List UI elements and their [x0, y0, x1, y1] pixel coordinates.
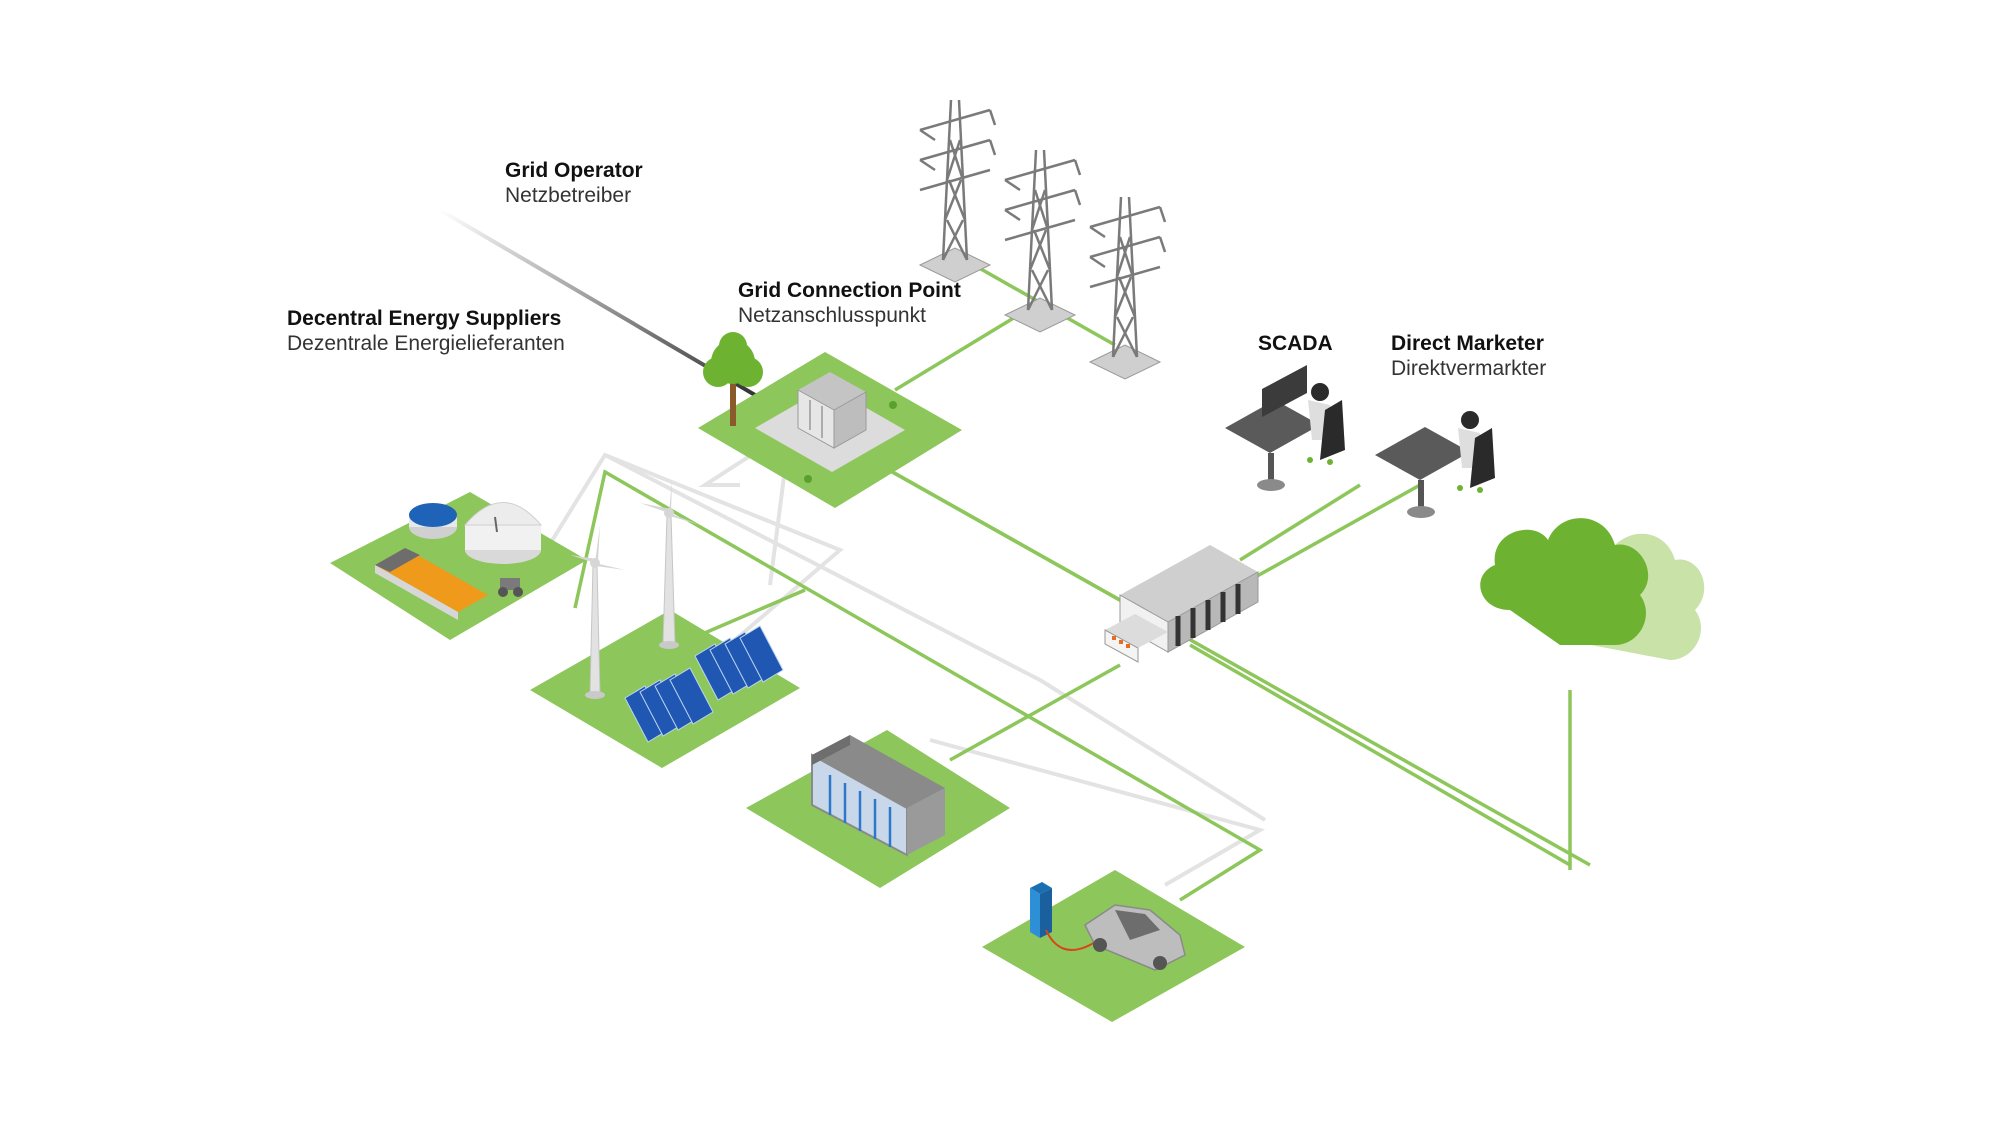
biogas-plant-icon	[375, 502, 543, 620]
grid-connection-point-subtitle: Netzanschlusspunkt	[738, 304, 926, 328]
decentral-suppliers-label: Decentral Energy Suppliers Dezentrale En…	[287, 306, 565, 356]
power-pylons	[918, 99, 1167, 380]
decentral-suppliers-title: Decentral Energy Suppliers	[287, 307, 562, 330]
gateway-device-icon	[1104, 545, 1259, 663]
electric-car-icon	[1084, 904, 1186, 971]
grid-connection-point-label: Grid Connection Point Netzanschlusspunkt	[738, 278, 961, 328]
solar-panel-icon	[624, 625, 784, 743]
ev-tile	[982, 870, 1245, 1022]
power-pylon-icon	[1088, 196, 1167, 380]
grid-operator-label: Grid Operator Netzbetreiber	[505, 158, 643, 208]
scada-label: SCADA	[1258, 331, 1333, 356]
scada-desk	[1225, 365, 1345, 491]
grey-connections	[538, 425, 1267, 887]
direct-marketer-title: Direct Marketer	[1391, 332, 1544, 355]
green-connections	[573, 258, 1591, 902]
battery-storage-icon	[811, 735, 945, 857]
grid-connection-tile	[698, 332, 962, 508]
substation-icon	[797, 372, 867, 449]
direct-marketer-subtitle: Direktvermarkter	[1391, 357, 1547, 381]
wind-turbine-icon	[570, 525, 625, 699]
cloud-icon	[1480, 518, 1705, 660]
scada-title: SCADA	[1258, 332, 1333, 355]
direct-marketer-desk	[1375, 411, 1495, 518]
direct-marketer-label: Direct Marketer Direktvermarkter	[1391, 331, 1546, 381]
wind-turbine-icon	[640, 480, 700, 649]
grid-operator-title: Grid Operator	[505, 159, 643, 182]
tree-icon	[703, 332, 763, 426]
grid-operator-subtitle: Netzbetreiber	[505, 184, 632, 208]
battery-tile	[746, 730, 1010, 888]
biogas-tile	[330, 492, 587, 640]
power-pylon-icon	[918, 99, 997, 283]
wind-solar-tile	[530, 480, 800, 768]
power-pylon-icon	[1003, 149, 1082, 333]
grid-operator-line	[438, 208, 757, 397]
decentral-suppliers-subtitle: Dezentrale Energielieferanten	[287, 332, 565, 356]
grid-connection-point-title: Grid Connection Point	[738, 279, 961, 302]
